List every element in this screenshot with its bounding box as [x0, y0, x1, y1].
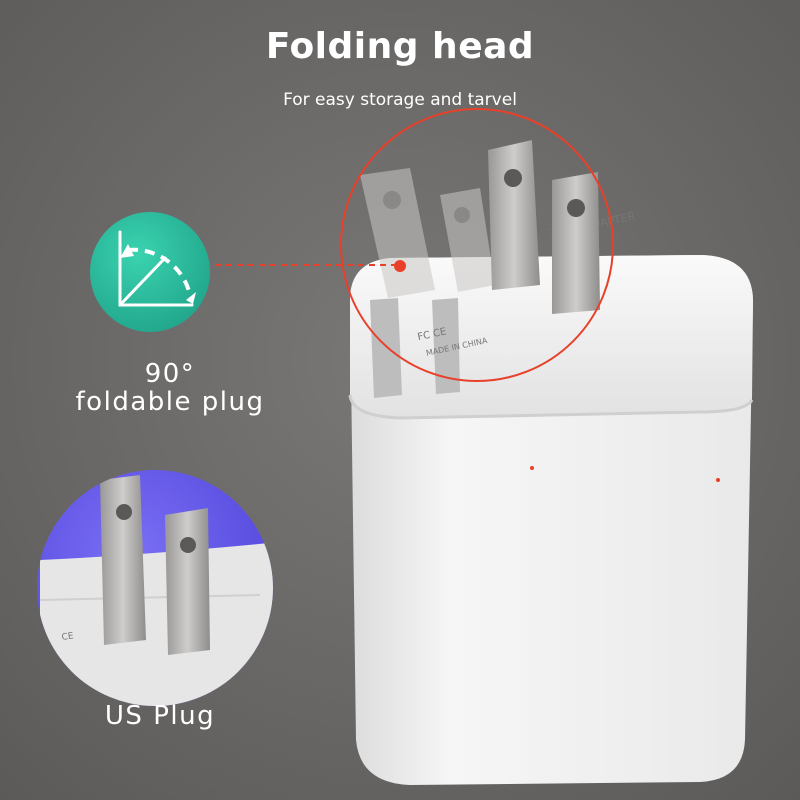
- folded-prong-ghost: [360, 168, 435, 298]
- page-title: Folding head: [265, 26, 535, 67]
- prong-slot-left: [370, 298, 402, 398]
- page-subtitle: For easy storage and tarvel: [283, 90, 517, 110]
- charger: 3 USB ADAPTER FC CE MADE IN CHINA: [348, 210, 754, 785]
- indicator-dot: [716, 478, 720, 482]
- prong-slot-right: [432, 298, 460, 394]
- fold-angle-text: 90°: [144, 359, 196, 389]
- upright-prong: [552, 172, 600, 314]
- us-plug-label: US Plug: [104, 701, 216, 731]
- prong-hole: [504, 169, 522, 187]
- folding-prongs: [360, 140, 600, 314]
- highlight-circle: [340, 108, 614, 382]
- prong-hole: [383, 191, 401, 209]
- prong-hole: [454, 207, 470, 223]
- callout-dot: [394, 260, 406, 272]
- upright-prong: [488, 140, 540, 290]
- folded-prong-ghost: [440, 188, 495, 292]
- cap-seam: [348, 394, 754, 420]
- foldable-label: 90° foldable plug: [40, 360, 300, 416]
- svg-text:CE: CE: [61, 631, 75, 643]
- rotate-90-icon: [90, 212, 210, 332]
- prong-hole: [567, 199, 585, 217]
- indicator-dot: [530, 466, 534, 470]
- fold-text: foldable plug: [75, 387, 265, 417]
